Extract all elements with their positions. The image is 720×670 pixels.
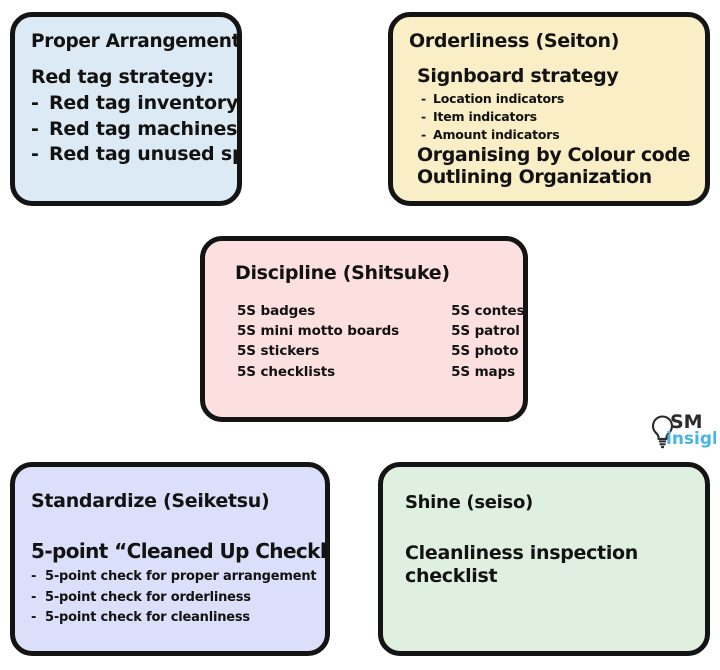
list-item-label: Amount indicators: [433, 126, 560, 142]
list-item: - Red tag machines: [31, 117, 237, 143]
brand-logo: SM insight: [648, 406, 716, 454]
card-lead: Signboard strategy: [417, 64, 619, 87]
column-right: 5S contests 5S patrol reports 5S photo e…: [451, 301, 525, 382]
list-item-label: 5-point check for cleanliness: [45, 610, 250, 626]
card-proper-arrangement: Proper Arrangement (Seiri) Red tag strat…: [10, 12, 242, 206]
dash-marker: -: [31, 92, 39, 115]
logo-top-text: SM: [670, 411, 703, 433]
list-item: 5S patrol reports: [451, 323, 523, 340]
card-title: Discipline (Shitsuke): [235, 262, 450, 284]
dash-marker: -: [31, 568, 37, 584]
list-item-label: Location indicators: [433, 90, 565, 106]
card-discipline: Discipline (Shitsuke) 5S badges 5S mini …: [200, 236, 528, 422]
list-item: - 5-point check for orderliness: [31, 588, 309, 609]
dash-marker: -: [421, 126, 426, 142]
list-item: 5S checklists: [237, 363, 336, 380]
tail-line: Organising by Colour code: [417, 144, 691, 167]
column-left: 5S badges 5S mini motto boards 5S sticke…: [237, 301, 399, 382]
card-shine: Shine (seiso) Cleanliness inspection che…: [378, 462, 710, 656]
list-item: 5S badges: [237, 302, 316, 319]
logo-bottom-text: insight: [666, 429, 716, 449]
dash-marker: -: [421, 90, 426, 106]
list-item: - 5-point check for proper arrangement: [31, 567, 317, 588]
list-item: - Item indicators: [421, 108, 689, 126]
card-standardize: Standardize (Seiketsu) 5-point “Cleaned …: [10, 462, 330, 656]
card-lead: Cleanliness inspection checklist: [405, 541, 639, 588]
list-item: 5S maps: [451, 363, 516, 380]
bullet-list: - Red tag inventory - Red tag machines -…: [31, 91, 237, 168]
bullet-list: - 5-point check for proper arrangement -…: [31, 567, 317, 629]
list-item: - 5-point check for cleanliness: [31, 608, 309, 629]
card-title: Proper Arrangement (Seiri): [31, 31, 241, 52]
list-item: 5S contests: [451, 302, 525, 319]
list-item-label: Red tag unused space: [49, 143, 237, 166]
two-column-list: 5S badges 5S mini motto boards 5S sticke…: [237, 301, 523, 382]
list-item: 5S mini motto boards: [237, 323, 400, 340]
dash-marker: -: [31, 117, 39, 140]
list-item: - Red tag unused space: [31, 142, 237, 168]
card-title: Standardize (Seiketsu): [31, 490, 270, 512]
list-item-label: 5-point check for proper arrangement: [45, 568, 317, 584]
card-lead: Red tag strategy:: [31, 66, 214, 89]
list-item: 5S stickers: [237, 343, 320, 360]
list-item: - Amount indicators: [421, 126, 689, 144]
tail-line: Outlining Organization: [417, 166, 652, 189]
dash-marker: -: [31, 143, 39, 166]
card-title: Orderliness (Seiton): [409, 30, 620, 52]
list-item: - Red tag inventory: [31, 91, 237, 117]
list-item: 5S photo exhibits: [451, 343, 523, 360]
dash-marker: -: [31, 610, 37, 626]
dash-marker: -: [31, 589, 37, 605]
card-tail-lines: Organising by Colour code Outlining Orga…: [417, 144, 691, 189]
list-item-label: Item indicators: [433, 108, 537, 124]
list-item-label: Red tag machines: [49, 117, 238, 140]
dash-marker: -: [421, 108, 426, 124]
list-item: - Location indicators: [421, 90, 689, 108]
list-item-label: 5-point check for orderliness: [45, 589, 251, 605]
lightbulb-icon: [651, 415, 674, 449]
bullet-list: - Location indicators - Item indicators …: [421, 90, 689, 144]
card-title: Shine (seiso): [405, 492, 533, 513]
list-item-label: Red tag inventory: [49, 92, 239, 115]
card-orderliness: Orderliness (Seiton) Signboard strategy …: [388, 12, 710, 206]
card-lead: 5-point “Cleaned Up Checklist”: [31, 538, 327, 563]
